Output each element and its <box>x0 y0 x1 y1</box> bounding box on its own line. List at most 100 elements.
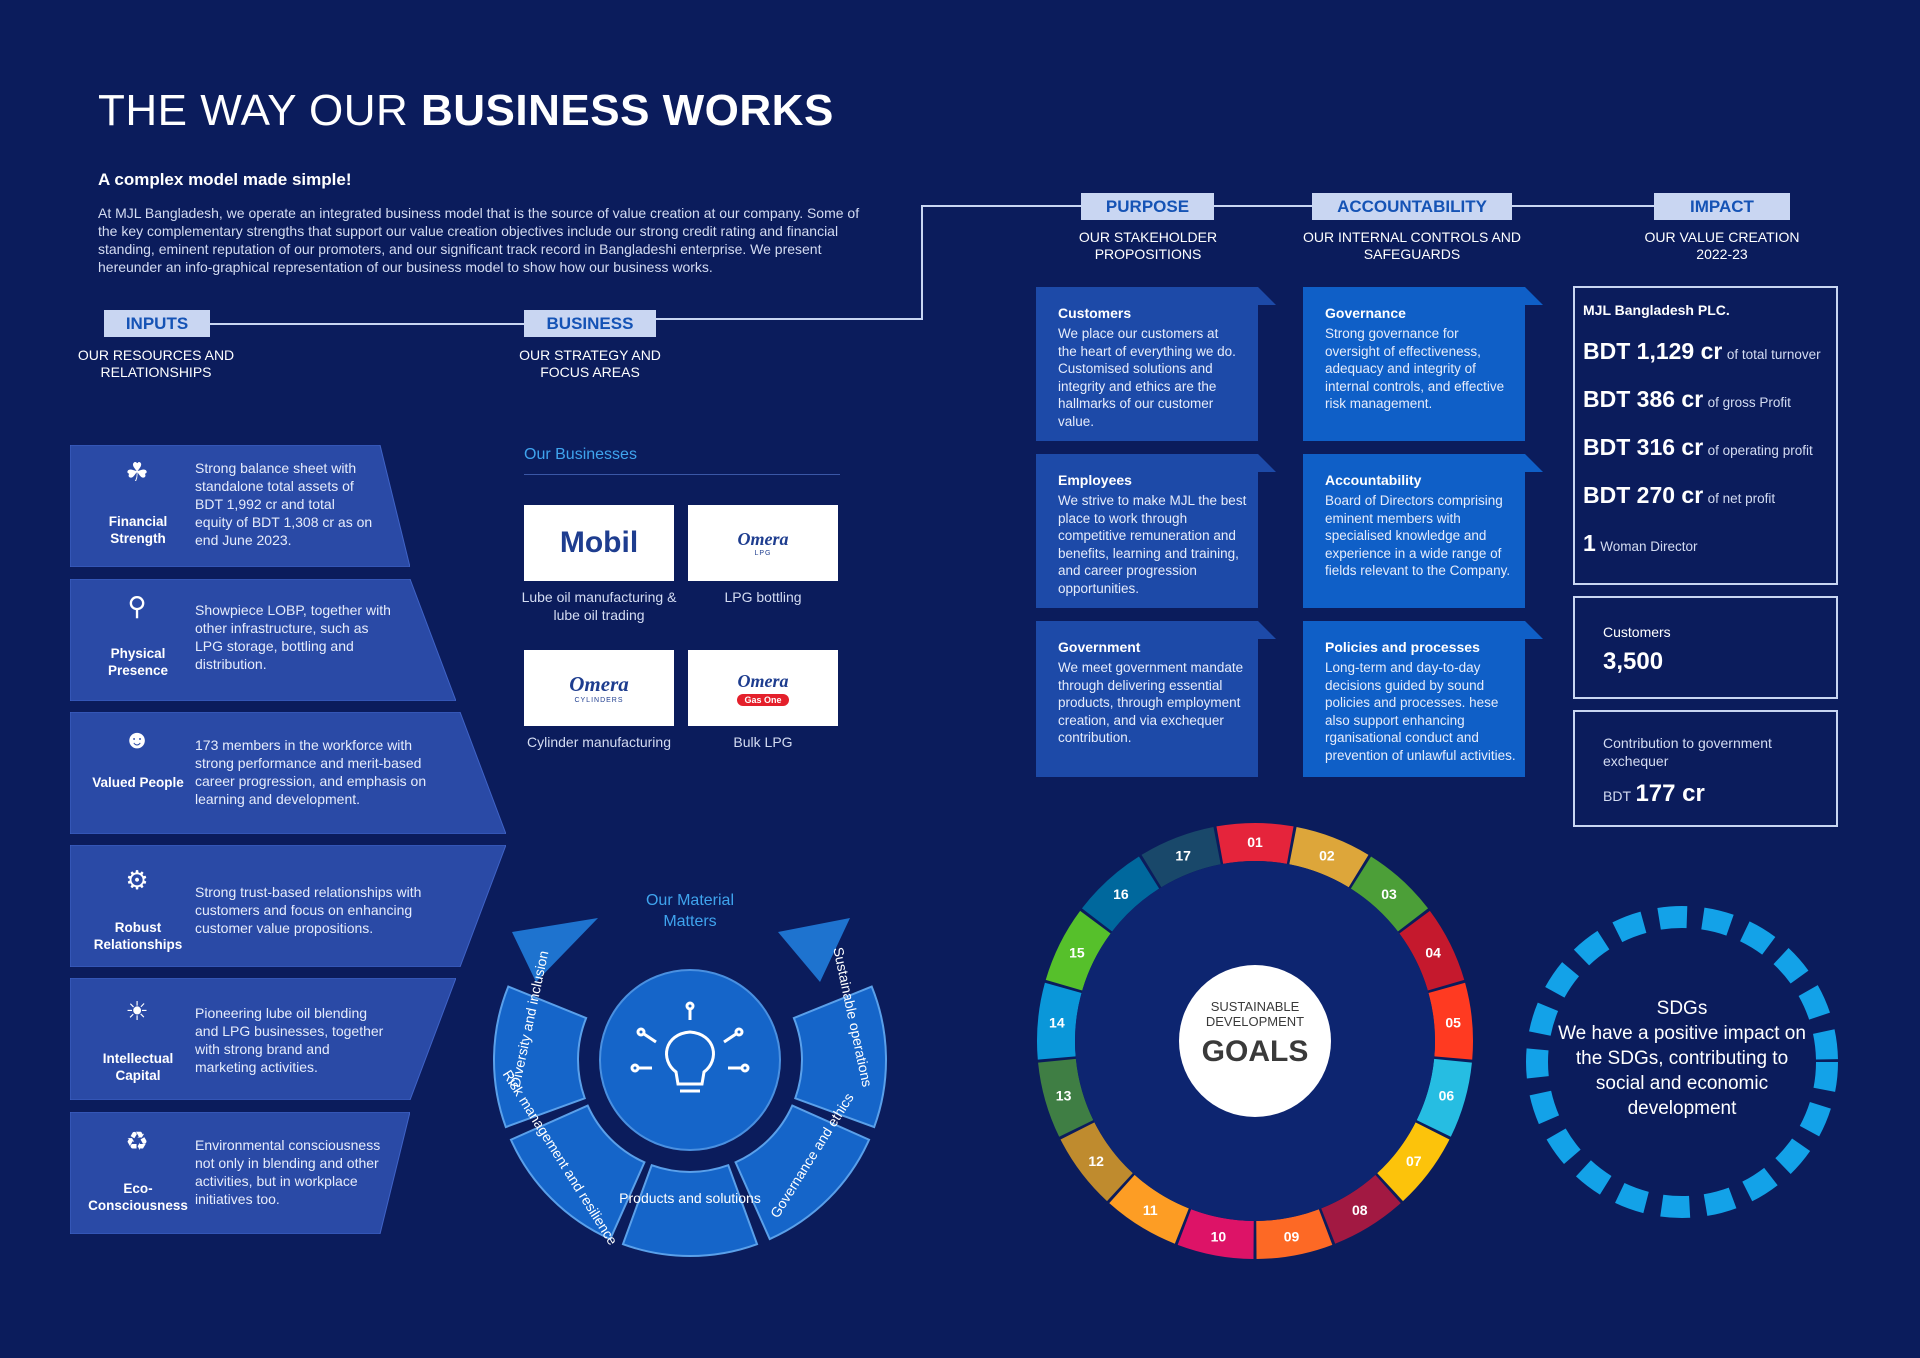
impact-contribution-box: Contribution to government exchequer BDT… <box>1573 710 1838 827</box>
logo-subtext: Gas One <box>737 693 789 706</box>
plant-money-icon: ☘ <box>125 457 149 487</box>
sdg-statement-text: We have a positive impact on the SDGs, c… <box>1558 1023 1806 1119</box>
input-card-shape <box>70 445 410 567</box>
sdg-segment <box>1256 1209 1333 1259</box>
card-text: Strong governance for oversight of effec… <box>1325 326 1505 411</box>
sdg-statement-title: SDGs <box>1656 998 1708 1019</box>
sdg-segment <box>1350 856 1429 932</box>
kpi-prefix: BDT <box>1583 338 1637 364</box>
kpi-row: BDT 1,129 cr of total turnover <box>1583 338 1821 365</box>
input-card-shape <box>70 712 506 834</box>
tag-inputs: INPUTS <box>104 310 210 337</box>
sdg-segment <box>1216 823 1294 864</box>
sdg-dashed-ring <box>1526 906 1838 1218</box>
logo-text: Omera <box>737 529 789 549</box>
arrowhead-right <box>778 918 850 982</box>
card-shape <box>1303 454 1543 608</box>
company-name: MJL Bangladesh PLC. <box>1583 302 1730 318</box>
card-title: Government <box>1058 639 1141 655</box>
sdg-statement-block: SDGs We have a positive impact on the SD… <box>1556 996 1808 1121</box>
sdg-number-label: 01 <box>1247 834 1263 850</box>
material-matter-segment <box>792 985 887 1129</box>
input-label: Eco-Consciousness <box>88 1181 188 1213</box>
kpi-row: BDT 386 cr of gross Profit <box>1583 386 1791 413</box>
customers-label: Customers <box>1603 624 1671 640</box>
tag-purpose-sub: OUR STAKEHOLDER PROPOSITIONS <box>1078 229 1218 262</box>
sdg-number-label: 03 <box>1381 886 1397 902</box>
sdg-segment <box>1109 1174 1189 1244</box>
sdg-center-top-line: SUSTAINABLE <box>1211 999 1300 1014</box>
title-light: THE WAY OUR <box>98 86 421 135</box>
sdg-number-label: 15 <box>1069 944 1085 960</box>
card-text: Board of Directors comprising eminent me… <box>1325 493 1511 578</box>
input-label: Robust Relationships <box>93 920 183 952</box>
input-card-shape <box>70 978 456 1100</box>
accountability-card-governance: Governance Strong governance for oversig… <box>1303 287 1543 441</box>
business-caption: Bulk LPG <box>733 734 793 750</box>
input-card-physical-presence: ⚲ Physical Presence Showpiece LOBP, toge… <box>70 579 456 701</box>
connector-line <box>1512 205 1654 207</box>
input-card-shape <box>70 1112 410 1234</box>
card-shape <box>1036 287 1276 441</box>
businesses-heading: Our Businesses <box>524 446 637 463</box>
sdg-center-big: GOALS <box>1202 1035 1309 1068</box>
sdg-segment <box>1141 826 1221 888</box>
logo-subtext: LPG <box>754 550 772 557</box>
handshake-gear-icon: ⚙ <box>125 865 149 895</box>
input-card-shape <box>70 845 506 967</box>
kpi-desc: Woman Director <box>1600 539 1698 554</box>
business-caption: LPG bottling <box>724 589 802 605</box>
kpi-desc: of gross Profit <box>1707 395 1791 410</box>
card-title: Governance <box>1325 305 1406 321</box>
card-shape <box>1303 287 1543 441</box>
kpi-desc: of total turnover <box>1726 347 1821 362</box>
input-card-intellectual-capital: ☀ Intellectual Capital Pioneering lube o… <box>70 978 456 1100</box>
sdg-segment <box>1428 982 1473 1060</box>
sdg-number-label: 17 <box>1175 847 1191 863</box>
purpose-card-customers: Customers We place our customers at the … <box>1036 287 1276 441</box>
business-logo-mobil: Mobil <box>524 505 674 581</box>
material-matters-segments <box>493 985 887 1257</box>
input-label: Financial Strength <box>108 514 168 546</box>
divider <box>524 474 840 475</box>
purpose-card-government: Government We meet government mandate th… <box>1036 621 1276 777</box>
kpi-prefix: BDT <box>1583 482 1637 508</box>
business-logo-omera-cylinders: Omera CYLINDERS <box>524 650 674 726</box>
kpi-value: 386 cr <box>1636 386 1704 412</box>
material-matter-segment <box>493 985 588 1129</box>
input-text: Showpiece LOBP, together with other infr… <box>195 602 391 672</box>
connector-line <box>1214 205 1312 207</box>
material-matter-segment <box>509 1104 646 1241</box>
input-card-eco-consciousness: ♻ Eco-Consciousness Environmental consci… <box>70 1112 410 1234</box>
card-shape <box>1036 454 1276 608</box>
logo-text: Omera <box>737 670 789 691</box>
kpi-value: 316 cr <box>1636 434 1704 460</box>
sdg-number-label: 11 <box>1143 1202 1158 1218</box>
globe-hands-icon: ♻ <box>125 1126 149 1156</box>
input-text: Strong trust-based relationships with cu… <box>195 884 422 936</box>
kpi-prefix: BDT <box>1583 434 1637 460</box>
input-card-valued-people: ☻ Valued People 173 members in the workf… <box>70 712 506 834</box>
input-label: Valued People <box>92 775 184 790</box>
tag-purpose: PURPOSE <box>1081 193 1214 220</box>
contribution-label: Contribution to government exchequer <box>1603 735 1772 769</box>
sdg-number-label: 14 <box>1049 1015 1065 1031</box>
customers-value: 3,500 <box>1603 648 1664 675</box>
page-subtitle: A complex model made simple! <box>98 170 352 189</box>
card-title: Customers <box>1058 305 1132 321</box>
input-text: Strong balance sheet with standalone tot… <box>195 460 373 548</box>
kpi-value: 1 <box>1583 530 1596 556</box>
kpi-value: 1,129 cr <box>1636 338 1723 364</box>
material-matter-segment <box>621 1163 759 1257</box>
business-logo-omera-gas-one: Omera Gas One <box>688 650 838 726</box>
kpi-desc: of net profit <box>1707 491 1776 506</box>
sdg-center-top-line: DEVELOPMENT <box>1206 1014 1304 1029</box>
tag-accountability-sub: OUR INTERNAL CONTROLS AND SAFEGUARDS <box>1302 229 1522 262</box>
tag-business: BUSINESS <box>524 310 656 337</box>
sdg-number-label: 13 <box>1056 1087 1072 1103</box>
contribution-row: BDT 177 cr <box>1603 780 1705 808</box>
material-matters-wheel: Diversity and inclusion Risk management … <box>493 918 887 1257</box>
arrowhead-left <box>512 918 598 982</box>
